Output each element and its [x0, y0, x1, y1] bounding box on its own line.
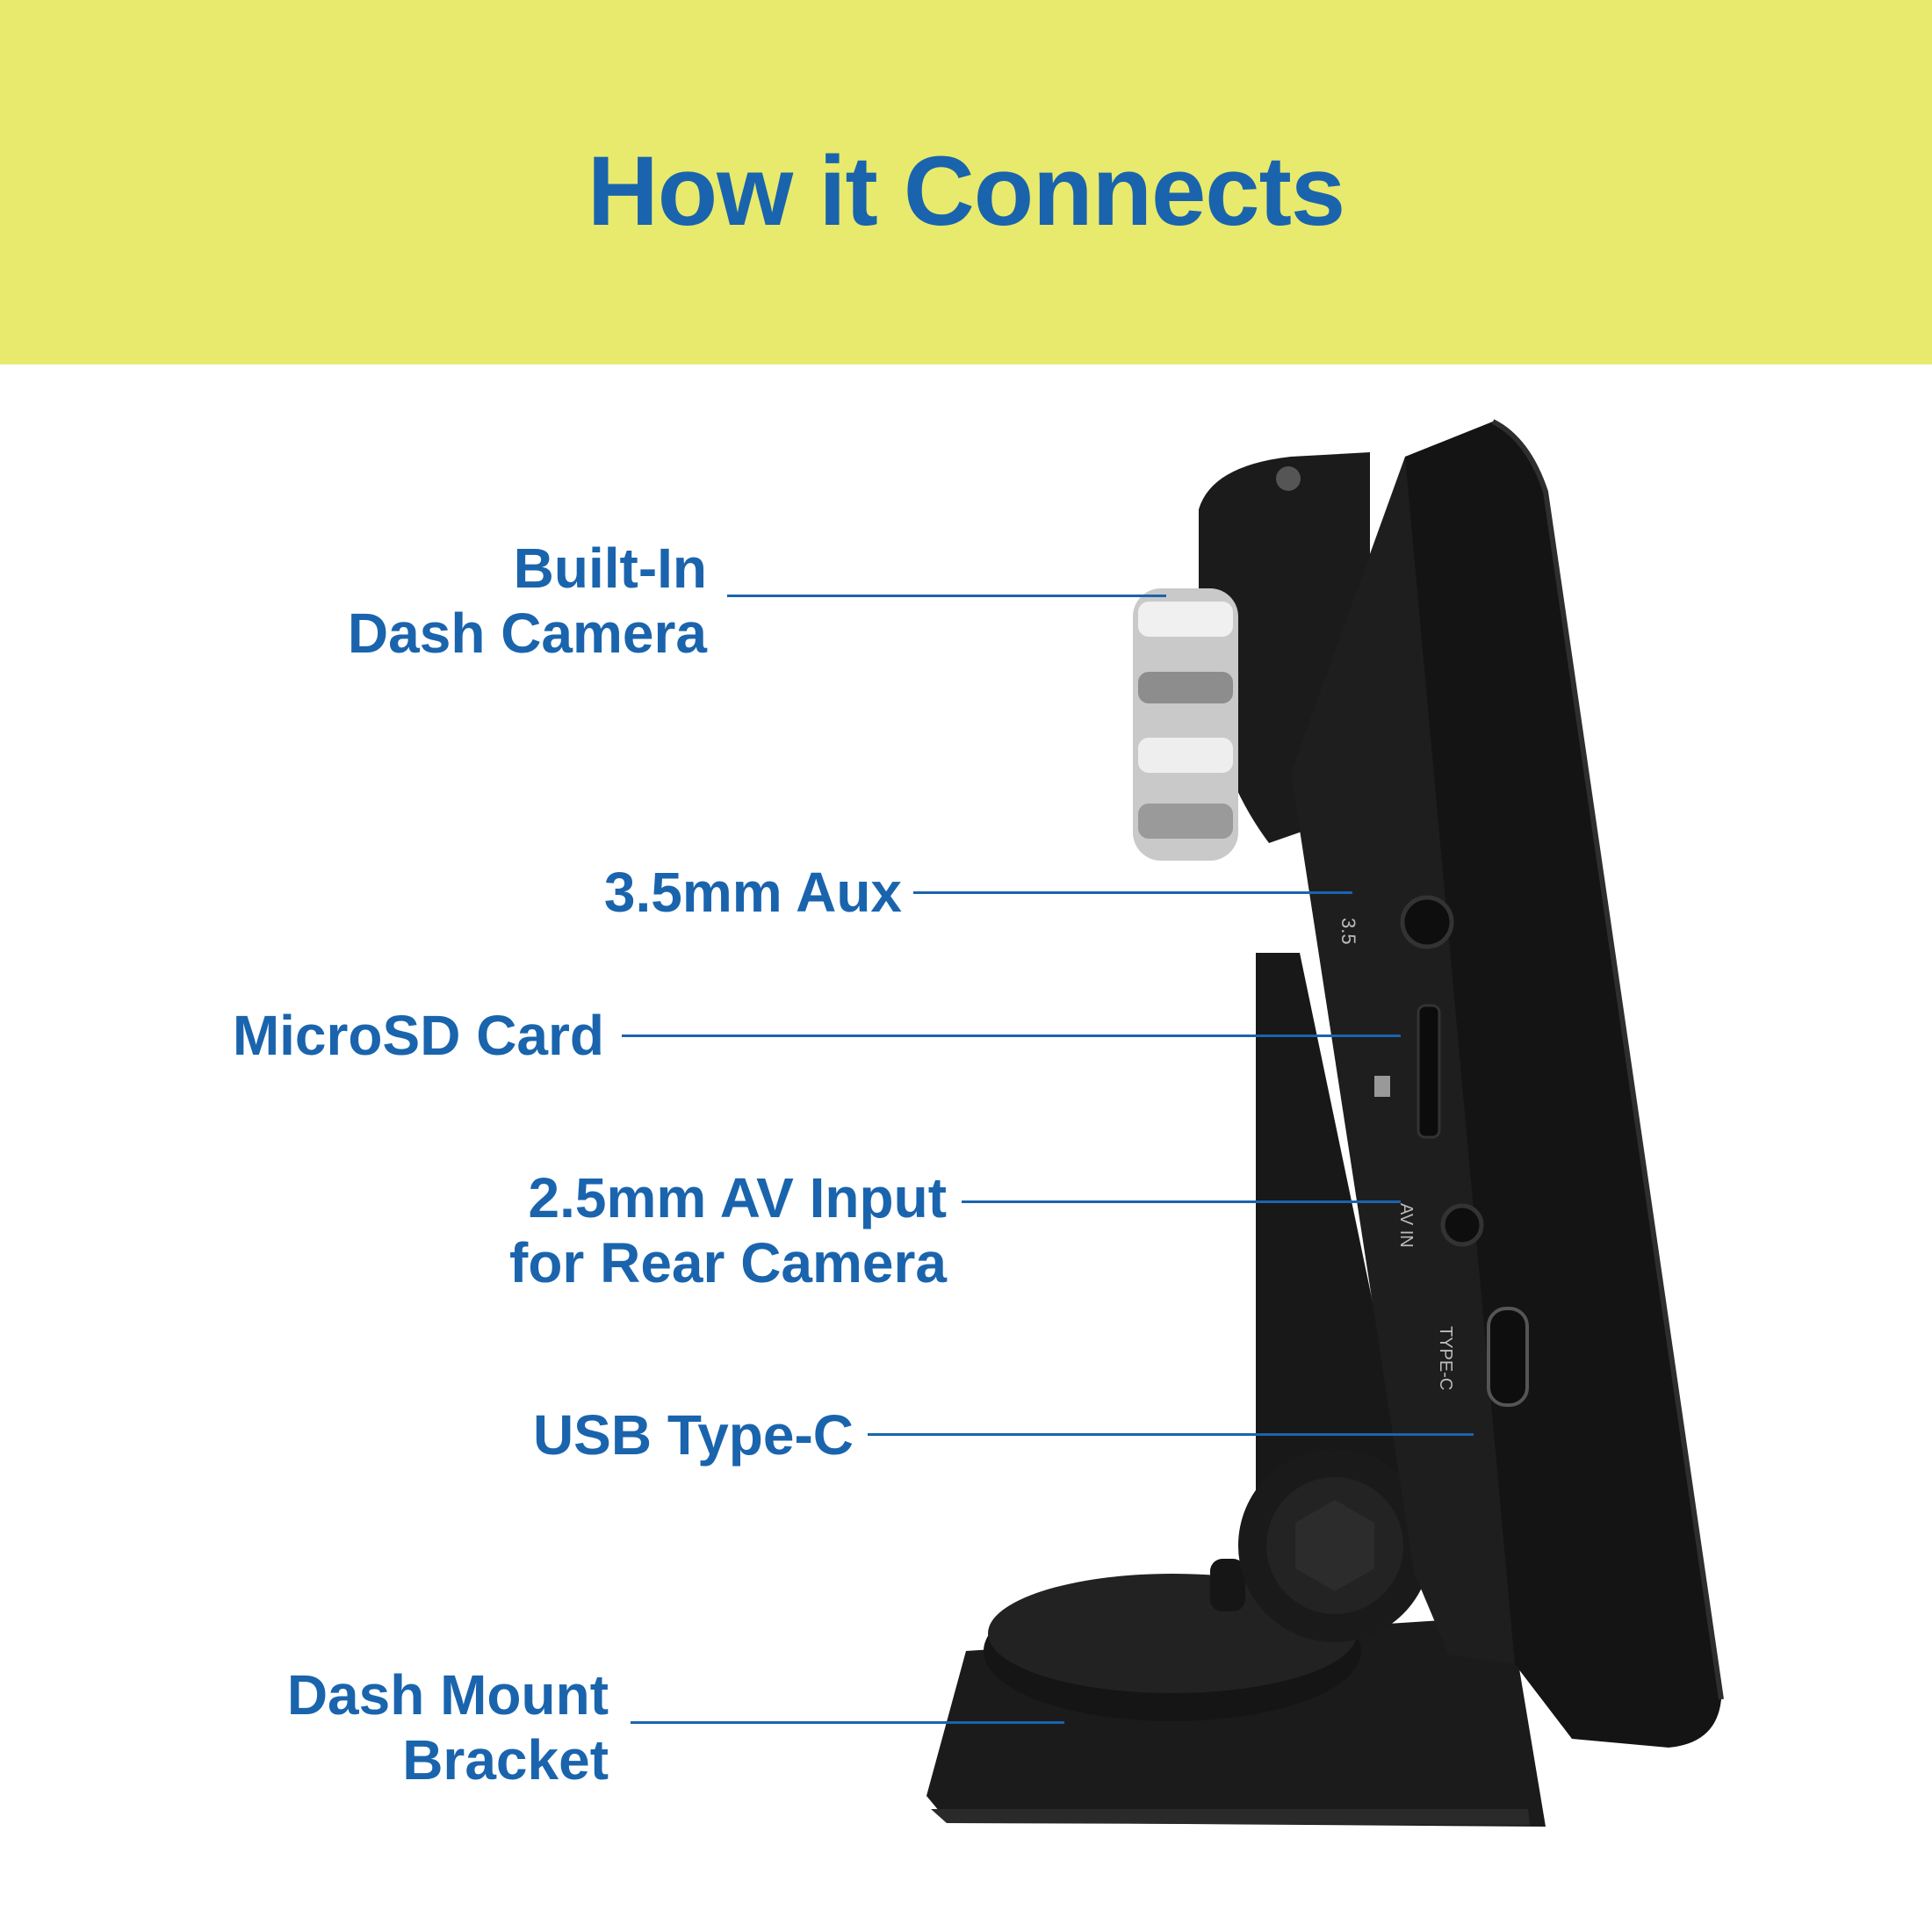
- label-microsd-card: MicroSD Card: [232, 1004, 604, 1067]
- mount-stand-column: [1256, 953, 1405, 1598]
- label-2-5mm-av-input: 2.5mm AV Input for Rear Camera: [509, 1166, 947, 1294]
- page-title: How it Connects: [587, 136, 1345, 246]
- header-banner: How it Connects: [0, 0, 1932, 364]
- microsd-card-icon: [1374, 1076, 1390, 1097]
- leader-line-usb: [868, 1433, 1474, 1436]
- leader-line-camera: [727, 595, 1166, 597]
- aux-port-marking: 3.5: [1337, 918, 1359, 945]
- camera-lens: [1133, 588, 1238, 861]
- leader-line-av: [962, 1200, 1401, 1203]
- label-3-5mm-aux: 3.5mm Aux: [603, 861, 902, 924]
- label-dash-mount-bracket: Dash Mount Bracket: [286, 1663, 609, 1791]
- label-usb-type-c: USB Type-C: [532, 1403, 854, 1467]
- usb-c-port: [1487, 1307, 1529, 1407]
- leader-line-bracket: [631, 1721, 1064, 1724]
- av-port: [1440, 1203, 1484, 1247]
- leader-line-aux: [913, 891, 1352, 894]
- label-built-in-dash-camera: Built-In Dash Camera: [347, 537, 707, 665]
- leader-line-microsd: [622, 1034, 1401, 1037]
- av-port-marking: AV IN: [1396, 1203, 1416, 1248]
- usb-port-marking: TYPE-C: [1436, 1326, 1455, 1390]
- aux-port: [1400, 895, 1454, 949]
- microsd-slot: [1417, 1004, 1441, 1139]
